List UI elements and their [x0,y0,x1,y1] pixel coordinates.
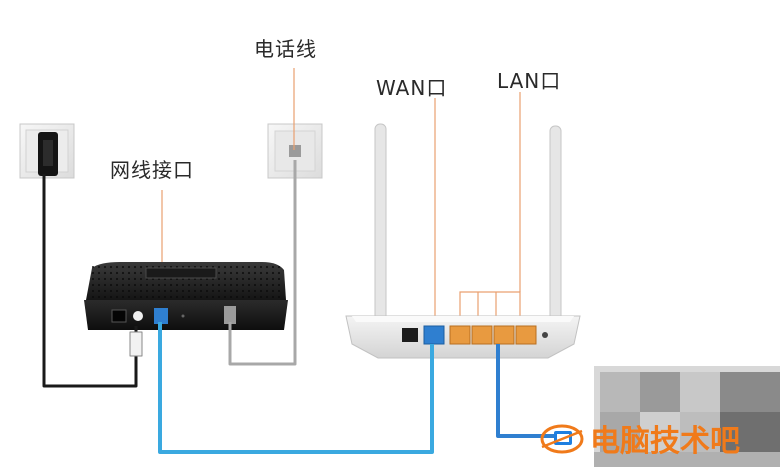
wan-port-label: WAN口 [376,76,448,100]
modem-icon [84,262,288,330]
power-adapter-icon [19,123,75,179]
computer-icon [594,366,780,467]
watermark-text: 电脑技术吧 [590,424,740,459]
lan-port-label: LAN口 [497,69,562,93]
network-port-label: 网线接口 [110,158,194,182]
router-icon [345,123,581,359]
watermark-logo-icon [540,424,584,454]
cables [42,160,560,454]
annotation-lines [161,68,521,322]
watermark: 电脑技术吧 [538,416,740,460]
phone-line-label: 电话线 [254,37,317,61]
